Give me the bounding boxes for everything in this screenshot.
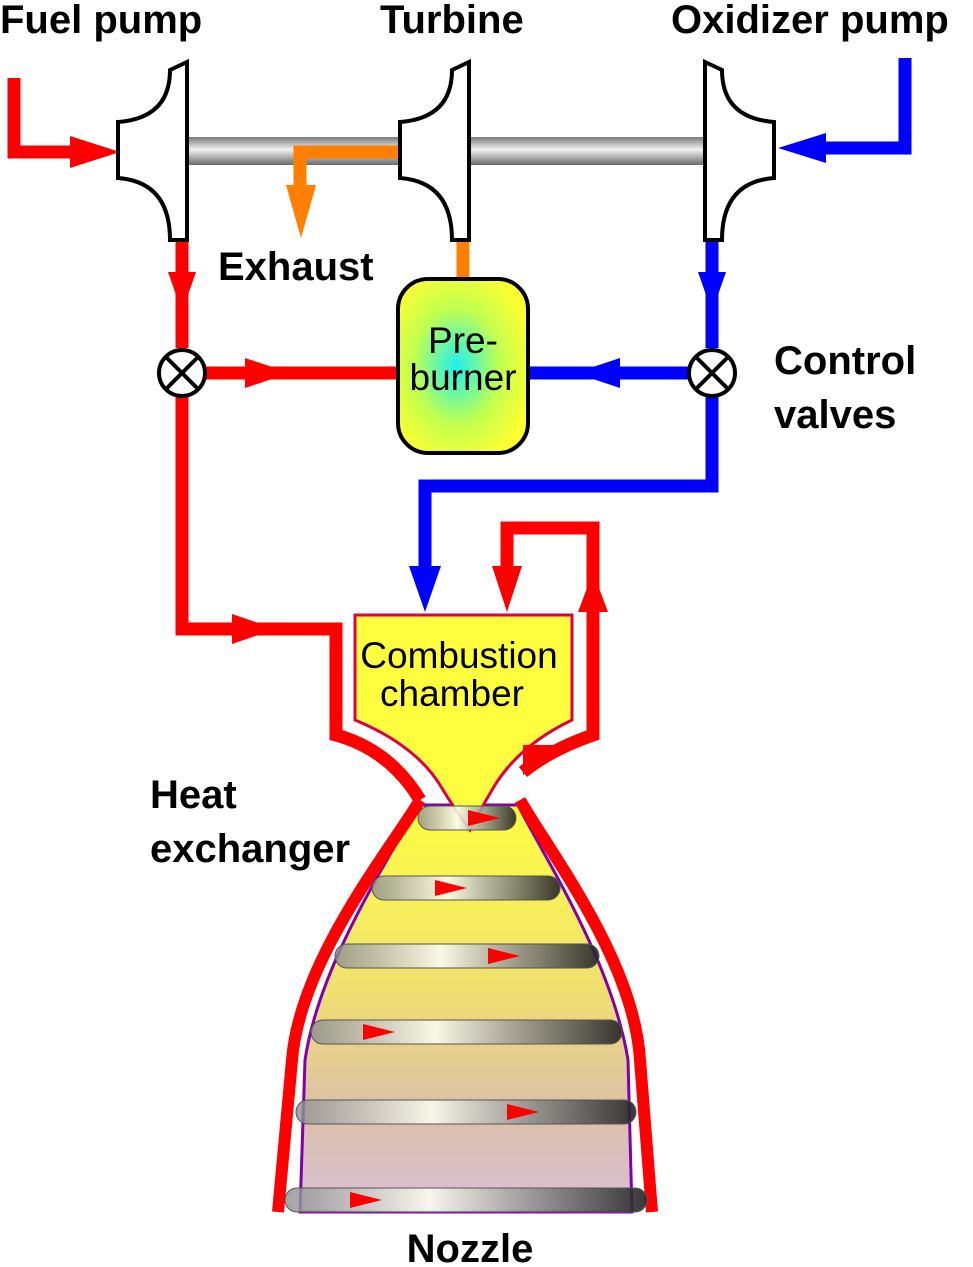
combustion-chamber-label-line1: Combustion — [360, 635, 557, 676]
fuel-inlet-arrow — [70, 136, 120, 168]
oxidizer-inlet-arrow — [778, 133, 826, 163]
oxidizer-to-chamber-line — [418, 396, 719, 575]
tube-flow-arrow — [363, 1024, 395, 1040]
oxidizer-pump-label: Oxidizer pump — [671, 0, 949, 42]
oxidizer-control-valve — [687, 348, 737, 398]
oxidizer-to-chamber-arrow — [409, 566, 441, 612]
fuel-pump-label: Fuel pump — [0, 0, 202, 42]
coolant-loop-line — [500, 521, 600, 600]
fuel-to-preburner-arrow — [245, 358, 290, 388]
tube — [310, 1019, 623, 1045]
fuel-inlet-line — [7, 78, 85, 159]
tube-flow-arrow — [488, 948, 520, 964]
oxidizer-pump — [703, 58, 776, 242]
heat-exchanger-label-line1: Heat — [150, 773, 237, 817]
tube — [417, 805, 517, 831]
preburner-label-line2: burner — [410, 357, 517, 398]
combustion-chamber-label-line2: chamber — [380, 673, 524, 714]
exhaust-line — [293, 145, 400, 190]
coolant-wall-right — [514, 797, 658, 1213]
tube-flow-arrow — [507, 1104, 539, 1120]
exhaust-label: Exhaust — [218, 245, 374, 289]
tube — [295, 1099, 637, 1125]
turbine-label: Turbine — [380, 0, 524, 42]
tube-flow-arrow — [468, 810, 500, 826]
coolant-return-arrow-b — [523, 745, 560, 775]
tube — [334, 943, 600, 969]
fuel-to-nozzle-arrow — [232, 614, 276, 644]
fuel-pump — [116, 58, 189, 242]
oxidizer-to-preburner-arrow — [575, 358, 620, 388]
fuel-control-valve — [157, 348, 207, 398]
control-valves-label-line2: valves — [774, 393, 896, 437]
tube-flow-arrow — [435, 880, 467, 896]
preburner — [396, 277, 530, 455]
oxidizer-down-arrow — [698, 272, 726, 312]
fuel-down-arrow — [168, 272, 196, 312]
nozzle-label: Nozzle — [407, 1227, 534, 1267]
coolant-loop-arrow — [492, 566, 522, 612]
turbine — [398, 58, 471, 242]
coolant-wall-left — [272, 796, 426, 1213]
fuel-to-nozzle-line — [175, 396, 426, 804]
heat-exchanger-label-line2: exchanger — [150, 827, 350, 871]
control-valves-label-line1: Control — [774, 339, 916, 383]
tube — [284, 1187, 648, 1213]
heat-exchanger-tubes — [284, 805, 648, 1213]
exhaust-arrow — [286, 185, 316, 238]
tube-flow-arrow — [350, 1192, 382, 1208]
preburner-label-line1: Pre- — [428, 320, 498, 361]
oxidizer-inlet-line — [820, 58, 912, 155]
